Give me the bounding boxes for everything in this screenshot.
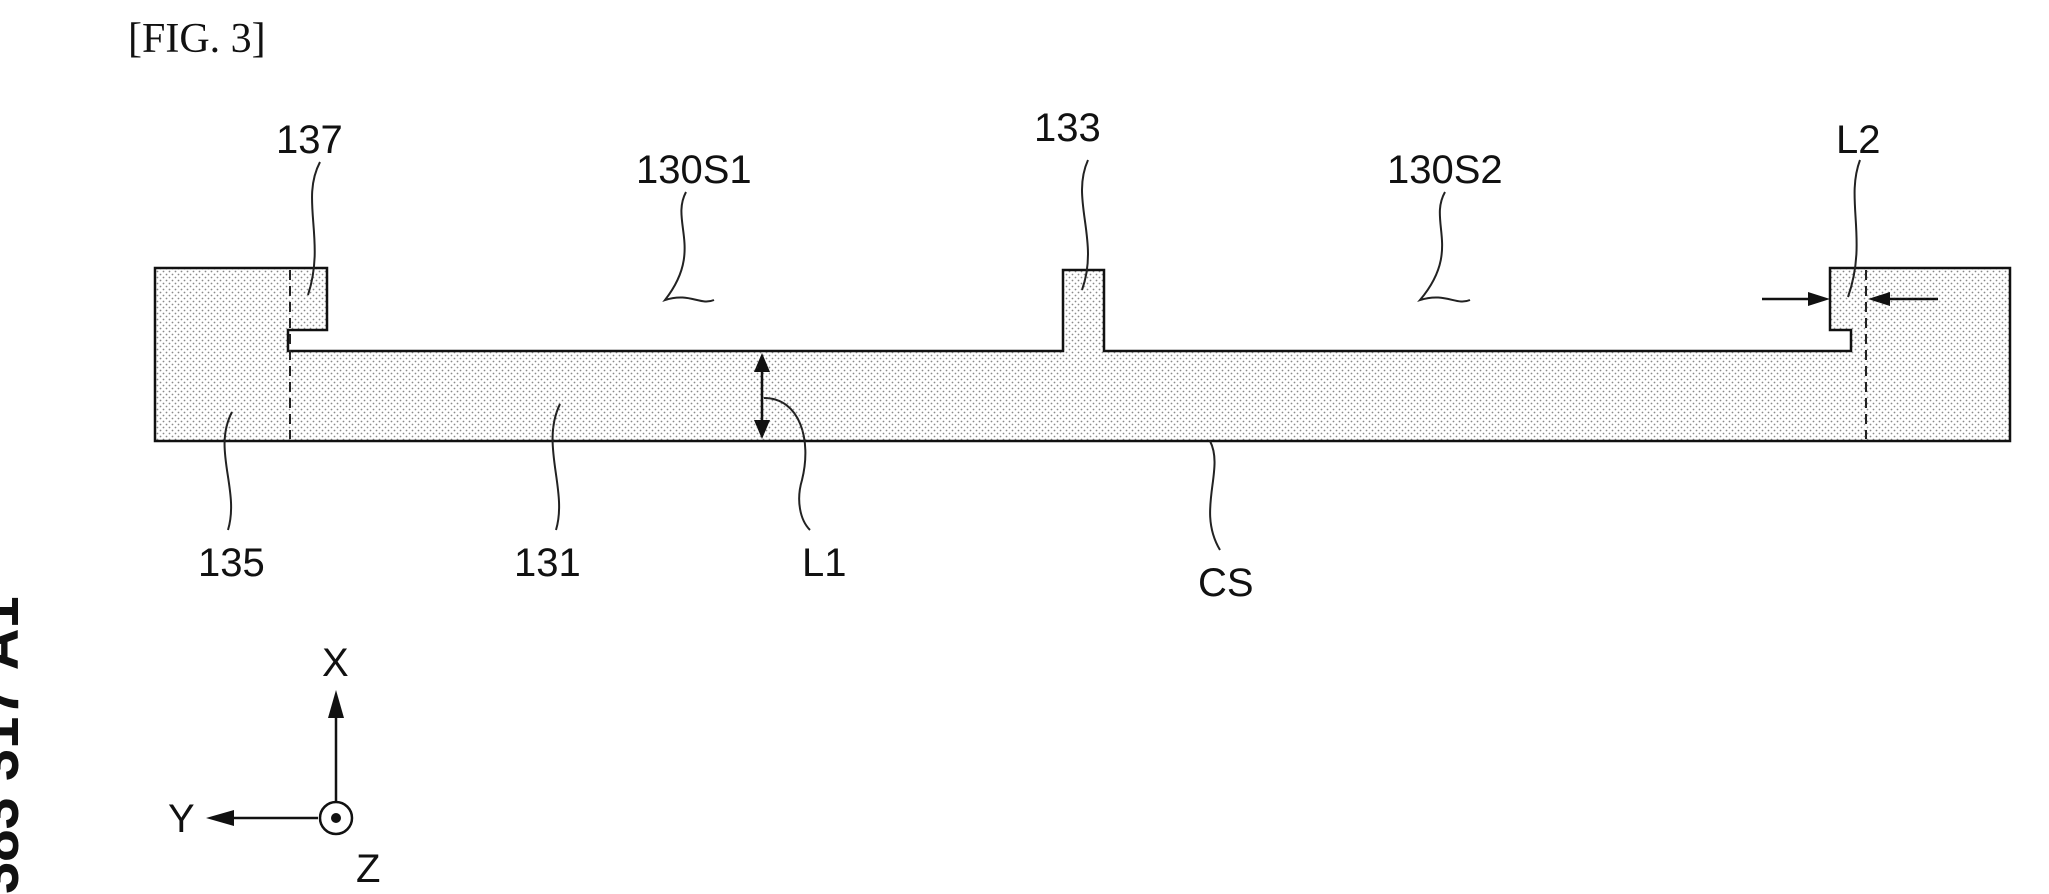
leader-CS xyxy=(1210,441,1220,550)
label-L1: L1 xyxy=(802,541,847,585)
coordinate-axes xyxy=(206,690,352,834)
label-CS: CS xyxy=(1198,561,1254,605)
leader-130S1 xyxy=(665,192,714,302)
axis-label-x: X xyxy=(322,641,349,685)
component-cross-section xyxy=(155,268,2010,441)
label-135: 135 xyxy=(198,541,265,585)
label-L2: L2 xyxy=(1836,118,1881,162)
label-133: 133 xyxy=(1034,106,1101,150)
axis-label-z: Z xyxy=(356,847,380,891)
label-137: 137 xyxy=(276,118,343,162)
label-130S1: 130S1 xyxy=(636,148,752,192)
label-131: 131 xyxy=(514,541,581,585)
axis-label-y: Y xyxy=(168,797,195,841)
leader-130S2 xyxy=(1420,192,1470,302)
label-130S2: 130S2 xyxy=(1387,148,1503,192)
edge-publication-number: 383 317 A1 xyxy=(0,596,31,894)
figure-title: [FIG. 3] xyxy=(128,16,266,62)
